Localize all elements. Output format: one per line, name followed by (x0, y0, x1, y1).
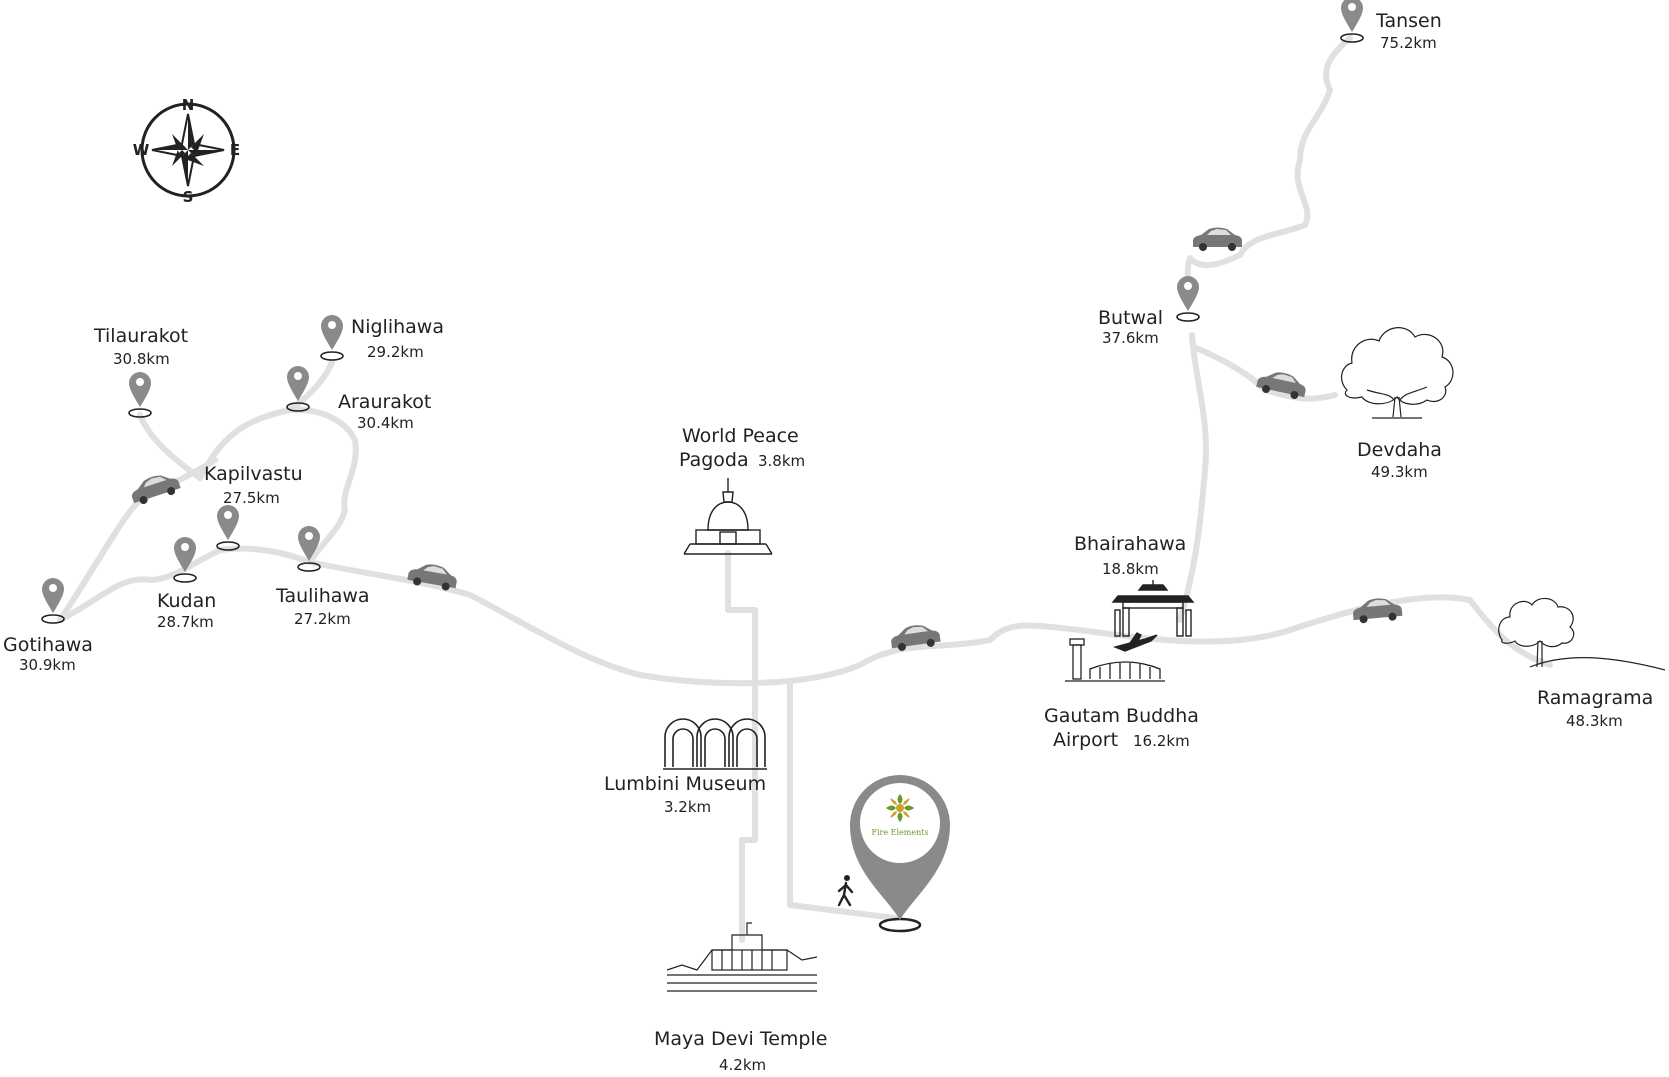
gotihawa-distance: 30.9km (19, 656, 76, 674)
car-icon (128, 469, 182, 507)
niglihawa-distance: 29.2km (367, 343, 424, 361)
pagoda-label-line2: Pagoda (679, 449, 749, 471)
road-pagoda (725, 550, 758, 693)
gotihawa-label: Gotihawa (3, 634, 93, 656)
taulihawa-label: Taulihawa (276, 585, 370, 607)
road-temple (787, 679, 898, 921)
road-butwal-bhairahawa (1177, 332, 1209, 623)
butwal-distance: 37.6km (1102, 329, 1159, 347)
museum-distance: 3.2km (664, 798, 712, 816)
gotihawa-pin-icon[interactable] (41, 577, 65, 624)
kudan-distance: 28.7km (157, 613, 214, 631)
airport-label-line2: Airport (1053, 729, 1119, 751)
tansen-label: Tansen (1376, 10, 1442, 32)
bhairahawa-distance: 18.8km (1102, 560, 1159, 578)
airport-icon (1065, 632, 1165, 682)
compass-east: E (230, 141, 240, 159)
pagoda-distance: 3.8km (758, 452, 806, 470)
ramagrama-distance: 48.3km (1566, 712, 1623, 730)
compass-icon: N S E W (133, 96, 240, 206)
tansen-pin-icon[interactable] (1340, 0, 1364, 43)
taulihawa-distance: 27.2km (294, 610, 351, 628)
devdaha-tree-icon (1340, 327, 1454, 419)
museum-icon (663, 718, 767, 770)
road-tilaurakot (137, 412, 203, 481)
araurakot-label: Araurakot (338, 391, 432, 413)
bhairahawa-label: Bhairahawa (1074, 533, 1187, 555)
devdaha-label: Devdaha (1357, 439, 1442, 461)
kudan-label: Kudan (157, 590, 217, 612)
kudan-pin-icon[interactable] (173, 536, 197, 583)
temple-distance: 4.2km (719, 1056, 767, 1074)
road-temple-west (739, 687, 758, 943)
butwal-pin-icon[interactable] (1176, 275, 1200, 322)
compass-south: S (183, 188, 194, 206)
ramagrama-label: Ramagrama (1537, 687, 1654, 709)
tilaurakot-label: Tilaurakot (94, 325, 189, 347)
airport-distance: 16.2km (1133, 732, 1190, 750)
kapilvastu-distance: 27.5km (223, 489, 280, 507)
hotel-pin-icon[interactable]: Fire Elements (850, 775, 950, 933)
road-niglihawa (287, 359, 335, 413)
main-road (307, 559, 1553, 687)
niglihawa-pin-icon[interactable] (320, 314, 344, 361)
road-araurakot-loop (197, 406, 359, 565)
tilaurakot-distance: 30.8km (113, 350, 170, 368)
road-west-loop (57, 545, 313, 623)
airport-label-line1: Gautam Buddha (1044, 705, 1199, 727)
butwal-label: Butwal (1098, 307, 1163, 329)
temple-label: Maya Devi Temple (654, 1028, 828, 1050)
walking-person-icon (837, 875, 854, 907)
niglihawa-label: Niglihawa (351, 316, 444, 338)
kapilvastu-pin-icon[interactable] (216, 504, 240, 551)
araurakot-distance: 30.4km (357, 414, 414, 432)
museum-label: Lumbini Museum (604, 773, 767, 795)
hotel-name: Fire Elements (871, 828, 928, 837)
road-tansen-butwal (1184, 35, 1353, 308)
pagoda-label-line1: World Peace (682, 425, 799, 447)
road-network (57, 35, 1553, 943)
devdaha-distance: 49.3km (1371, 463, 1428, 481)
gate-icon (1111, 580, 1195, 637)
compass-north: N (182, 96, 195, 114)
ramagrama-tree-icon (1498, 597, 1666, 671)
kapilvastu-label: Kapilvastu (204, 463, 303, 485)
tilaurakot-pin-icon[interactable] (128, 371, 152, 418)
car-icon (1193, 227, 1242, 251)
tansen-distance: 75.2km (1380, 34, 1437, 52)
compass-west: W (133, 141, 150, 159)
temple-icon (666, 922, 818, 992)
hotel-logo-icon (886, 794, 914, 822)
pagoda-icon (683, 478, 773, 555)
